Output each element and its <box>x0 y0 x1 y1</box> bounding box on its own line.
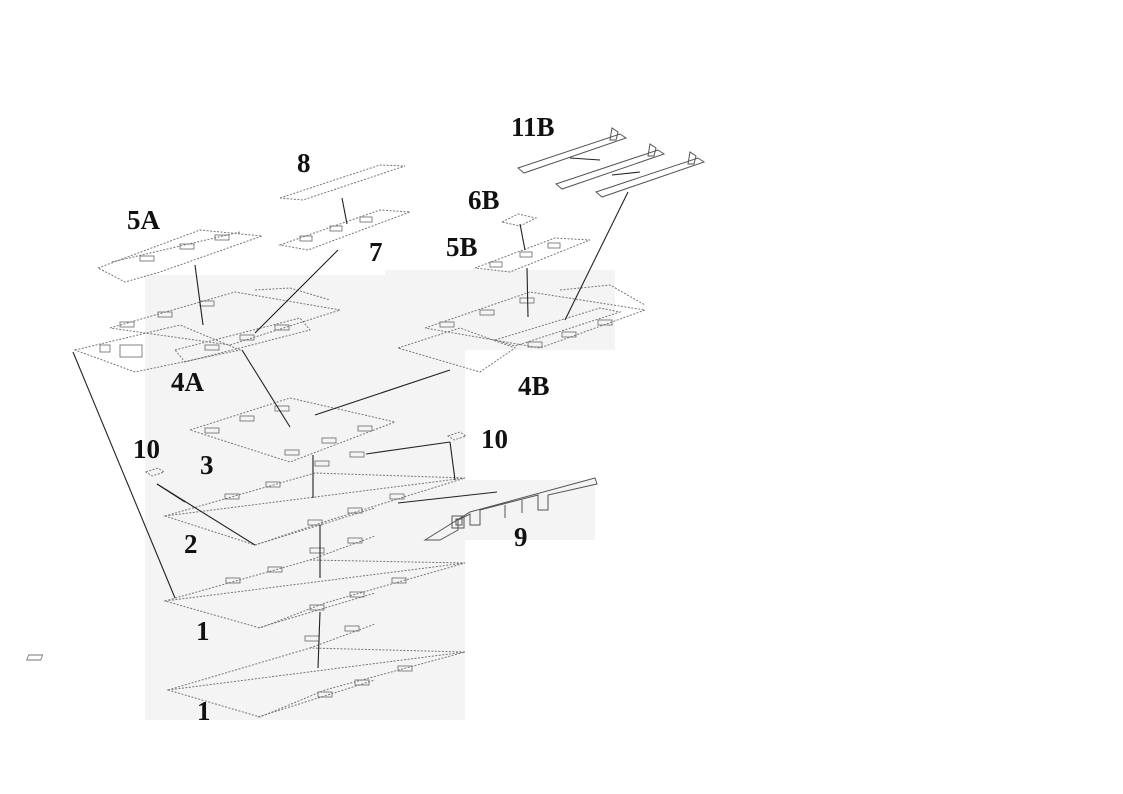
part-1-upper-panel <box>163 535 466 629</box>
part-6b-square <box>500 213 538 227</box>
part-labels: 1 1 2 3 10 10 4A 4B 5A 5B 6B 7 8 9 11B <box>127 112 555 726</box>
label-part-10-right: 10 <box>481 424 508 454</box>
label-part-1-lower: 1 <box>197 696 211 726</box>
label-part-11b: 11B <box>511 112 555 142</box>
part-11b-rails <box>516 127 706 198</box>
label-part-3: 3 <box>200 450 214 480</box>
leader-lines <box>72 157 641 669</box>
part-2-panel <box>163 451 466 546</box>
part-5a-cover <box>96 229 263 283</box>
part-1-lower-panel <box>26 623 466 718</box>
label-part-5b: 5B <box>446 232 478 262</box>
label-part-2: 2 <box>184 529 198 559</box>
part-10-left-square <box>144 467 166 477</box>
label-part-8: 8 <box>297 148 311 178</box>
part-9-bracket <box>423 477 598 541</box>
label-part-7: 7 <box>369 237 383 267</box>
label-part-10-left: 10 <box>133 434 160 464</box>
label-part-5a: 5A <box>127 205 161 235</box>
label-part-9: 9 <box>514 522 528 552</box>
label-part-4b: 4B <box>518 371 550 401</box>
label-part-4a: 4A <box>171 367 205 397</box>
part-4a-assembly <box>73 287 341 373</box>
part-5b-strip <box>474 237 591 273</box>
part-10-right-square <box>446 431 468 441</box>
label-part-1-upper: 1 <box>196 616 210 646</box>
background-shading <box>145 270 615 720</box>
label-part-6b: 6B <box>468 185 500 215</box>
part-8-strip <box>279 164 406 201</box>
part-3-panel <box>188 397 397 463</box>
part-4b-assembly <box>396 284 646 373</box>
